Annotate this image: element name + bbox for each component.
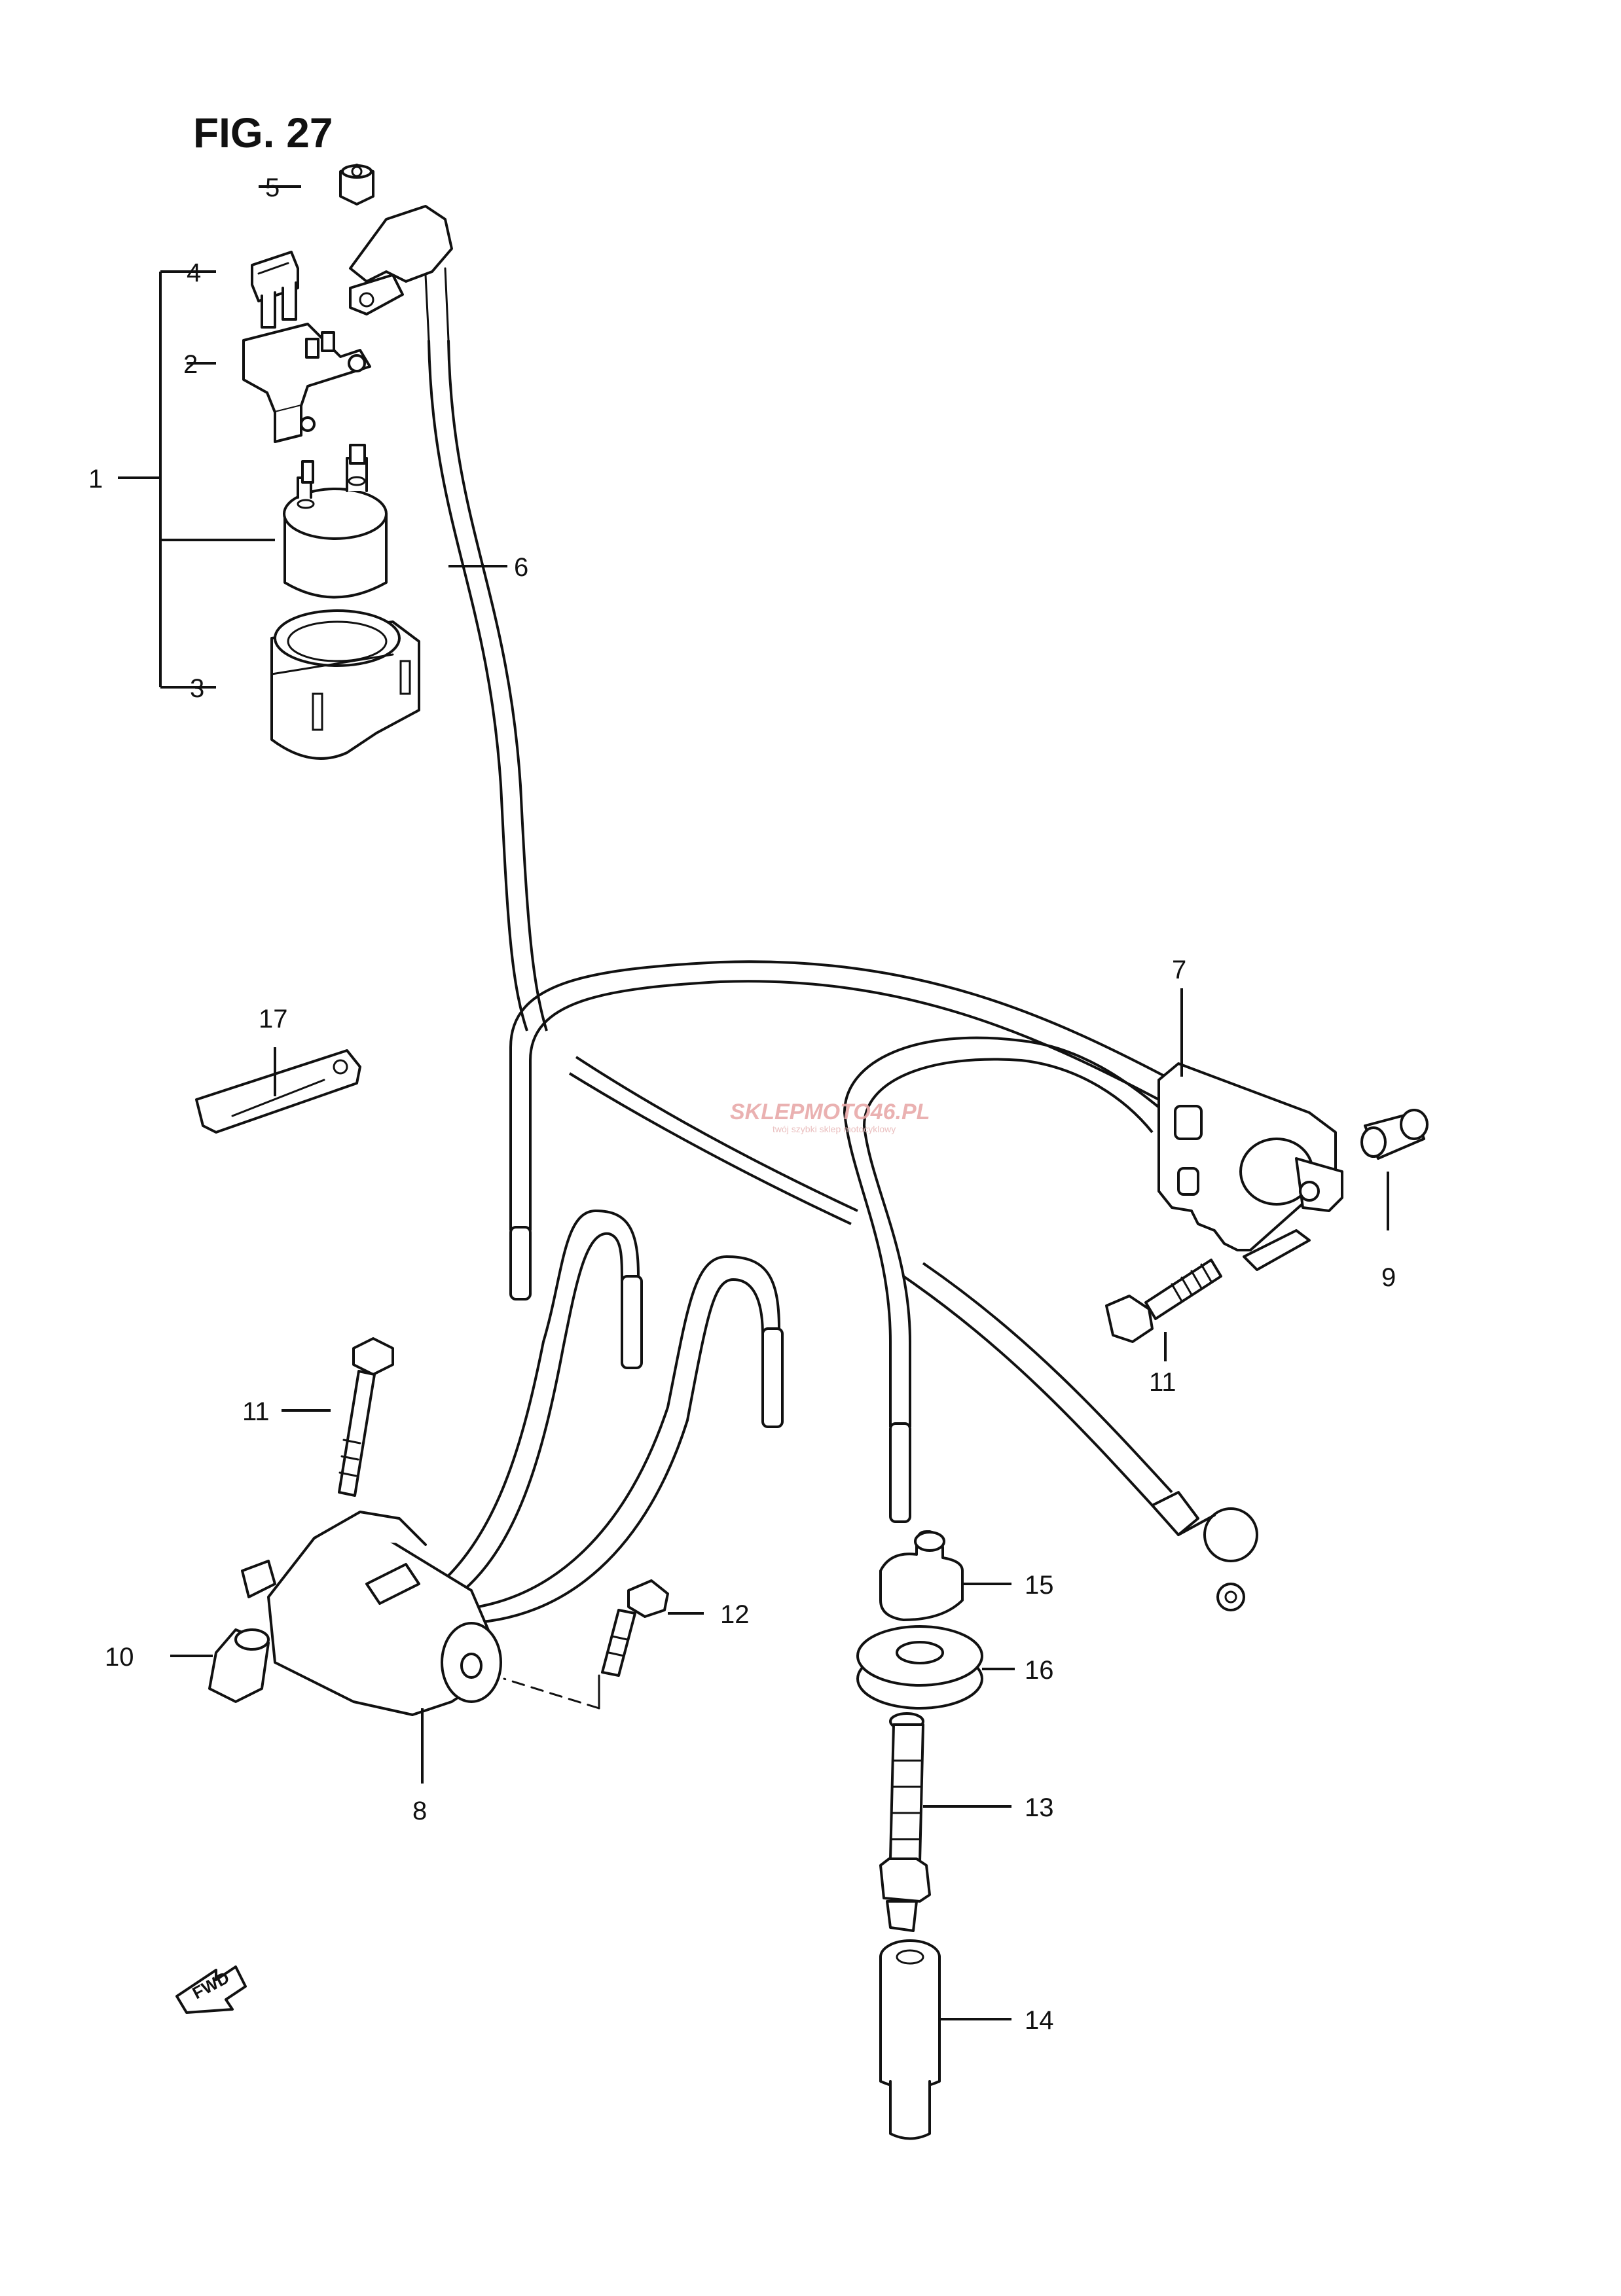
callout-17: 17 xyxy=(259,1005,288,1033)
fuse xyxy=(251,251,299,329)
watermark-text: SKLEPMOTO46.PL xyxy=(730,1100,930,1124)
callout-10: 10 xyxy=(105,1643,134,1672)
coil-bolt xyxy=(503,1579,704,1710)
nut xyxy=(339,164,374,206)
callout-15: 15 xyxy=(1025,1571,1054,1600)
callout-2: 2 xyxy=(183,350,198,379)
callout-16: 16 xyxy=(1025,1656,1054,1685)
watermark-subtext: twój szybki sklep motocyklowy xyxy=(773,1124,896,1134)
callout-14: 14 xyxy=(1025,2006,1054,2035)
ignition-coil-upper xyxy=(1157,1062,1343,1271)
starter-relay xyxy=(283,444,388,599)
callout-5: 5 xyxy=(265,173,280,202)
ignition-coil-lower xyxy=(241,1511,502,1784)
callout-9: 9 xyxy=(1381,1263,1396,1292)
callout-8: 8 xyxy=(412,1797,427,1825)
cable-clip xyxy=(195,1047,361,1134)
bolt-left xyxy=(282,1337,394,1497)
spark-plug xyxy=(879,1712,1011,1932)
callout-6: 6 xyxy=(514,553,528,582)
plug-cover xyxy=(879,1939,1011,2140)
relay-connector xyxy=(242,323,371,443)
relay-group-bracket xyxy=(118,185,301,689)
bolt-right xyxy=(1105,1259,1222,1361)
coil-cap xyxy=(1360,1109,1429,1230)
relay-holder xyxy=(270,609,420,760)
watermark: SKLEPMOTO46.PL twój szybki sklep motocyk… xyxy=(730,1100,930,1134)
callout-12: 12 xyxy=(720,1600,750,1629)
ht-leads xyxy=(431,960,1173,1624)
callout-7: 7 xyxy=(1172,956,1186,984)
callout-4: 4 xyxy=(187,259,201,287)
battery-cable xyxy=(349,205,1258,1611)
lower-coil-cap xyxy=(170,1628,270,1703)
forward-arrow-icon: FWD xyxy=(175,1965,247,2014)
callout-1: 1 xyxy=(88,465,103,493)
callout-11-left: 11 xyxy=(242,1397,270,1426)
grommet-top xyxy=(879,1530,1011,1621)
figure-title: FIG. 27 xyxy=(193,109,333,156)
callout-3: 3 xyxy=(190,674,204,703)
callout-13: 13 xyxy=(1025,1793,1054,1822)
callout-11-right: 11 xyxy=(1149,1368,1176,1397)
rubber-washer xyxy=(856,1625,1015,1710)
